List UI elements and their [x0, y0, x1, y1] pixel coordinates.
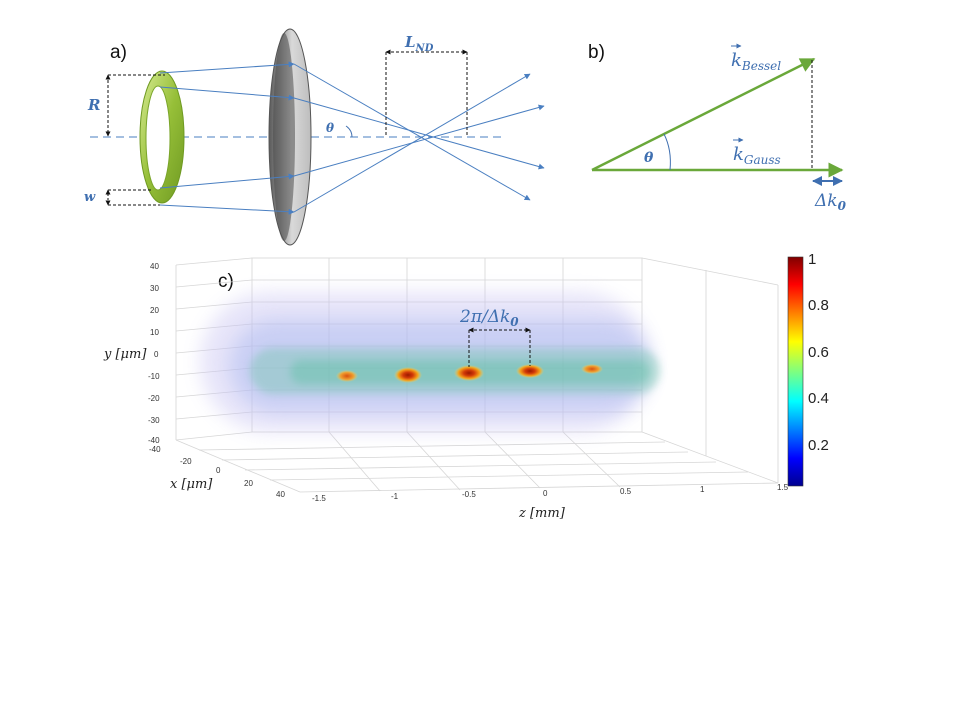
delta-k-subscript: 0: [838, 199, 847, 213]
period-dimension: 2π/Δk0: [459, 307, 531, 367]
y-tick: -30: [148, 416, 160, 425]
x-axis-ticks: -40 -20 0 20 40: [149, 445, 285, 499]
intensity-spot: [336, 370, 358, 382]
z-tick: 1: [700, 485, 705, 494]
radius-dimension: R: [87, 74, 165, 137]
k-bessel-label: kBessel: [731, 43, 781, 73]
length-symbol: LND: [404, 33, 434, 54]
panel-c: c): [103, 251, 829, 521]
y-axis-label: y [μm]: [103, 347, 147, 362]
panel-b-label: b): [588, 42, 605, 63]
x-tick: 0: [216, 466, 221, 475]
y-tick: 30: [150, 284, 159, 293]
k-bessel-subscript: Bessel: [741, 59, 781, 73]
intensity-spots: [336, 364, 603, 383]
lens: [268, 28, 312, 246]
x-tick: -40: [149, 445, 161, 454]
z-tick: 0.5: [620, 487, 632, 496]
intensity-spot: [394, 367, 422, 383]
colorbar-tick: 0.4: [808, 390, 829, 407]
z-tick: -0.5: [462, 490, 476, 499]
colorbar-tick: 0.6: [808, 344, 829, 361]
intensity-spot: [581, 364, 603, 374]
period-text: 2π/Δk0: [459, 307, 519, 329]
x-tick: 20: [244, 479, 253, 488]
panel-a: a) R: [84, 28, 545, 246]
colorbar-gradient: [787, 256, 804, 487]
delta-k-text: Δk0: [814, 191, 847, 213]
y-tick: -20: [148, 394, 160, 403]
x-tick: 40: [276, 490, 285, 499]
length-subscript: ND: [415, 43, 434, 54]
z-axis-label: z [mm]: [518, 506, 566, 521]
k-bessel-main: k: [731, 50, 742, 71]
k-bessel-text: kBessel: [731, 50, 781, 73]
width-dimension: w: [84, 189, 160, 206]
panel-b: b) θ kBessel kGauss Δk0: [588, 42, 847, 213]
intensity-spot: [516, 364, 544, 378]
panel-c-label: c): [218, 271, 234, 292]
theta-symbol-a: θ: [326, 121, 334, 135]
x-axis-label: x [μm]: [170, 477, 213, 492]
intensity-spot: [454, 365, 484, 381]
beam-volume: [200, 292, 660, 432]
k-gauss-subscript: Gauss: [744, 153, 781, 167]
y-tick: 40: [150, 262, 159, 271]
theta-symbol-b: θ: [644, 150, 654, 166]
z-tick: -1.5: [312, 494, 326, 503]
y-tick: -40: [148, 436, 160, 445]
nondiffracting-length-dimension: LND: [385, 33, 468, 137]
theta-arc: [345, 125, 353, 138]
y-tick: 20: [150, 306, 159, 315]
y-tick: 0: [154, 350, 159, 359]
y-axis-ticks: 40 30 20 10 0 -10 -20 -30 -40: [148, 262, 160, 445]
y-tick: 10: [150, 328, 159, 337]
y-tick: -10: [148, 372, 160, 381]
k-gauss-label: kGauss: [733, 137, 781, 167]
z-axis-ticks: -1.5 -1 -0.5 0 0.5 1 1.5: [312, 483, 789, 503]
width-symbol: w: [84, 190, 96, 205]
colorbar-tick: 1: [808, 251, 816, 268]
length-main: L: [404, 33, 416, 51]
colorbar: 1 0.8 0.6 0.4 0.2: [787, 251, 829, 487]
delta-k-main: Δk: [814, 191, 838, 211]
colorbar-tick: 0.2: [808, 437, 829, 454]
z-tick: 1.5: [777, 483, 789, 492]
k-bessel-vector: [591, 57, 816, 172]
k-gauss-text: kGauss: [733, 144, 781, 167]
light-rays: [159, 61, 545, 215]
x-tick: -20: [180, 457, 192, 466]
period-main: 2π/Δk: [459, 307, 510, 327]
k-gauss-main: k: [733, 144, 744, 165]
colorbar-tick: 0.8: [808, 297, 829, 314]
radius-symbol: R: [87, 96, 100, 114]
annular-ring: [139, 70, 185, 204]
period-subscript: 0: [510, 315, 519, 329]
theta-arc-b: [663, 133, 671, 171]
panel-a-label: a): [110, 42, 127, 63]
z-tick: 0: [543, 489, 548, 498]
z-tick: -1: [391, 492, 399, 501]
